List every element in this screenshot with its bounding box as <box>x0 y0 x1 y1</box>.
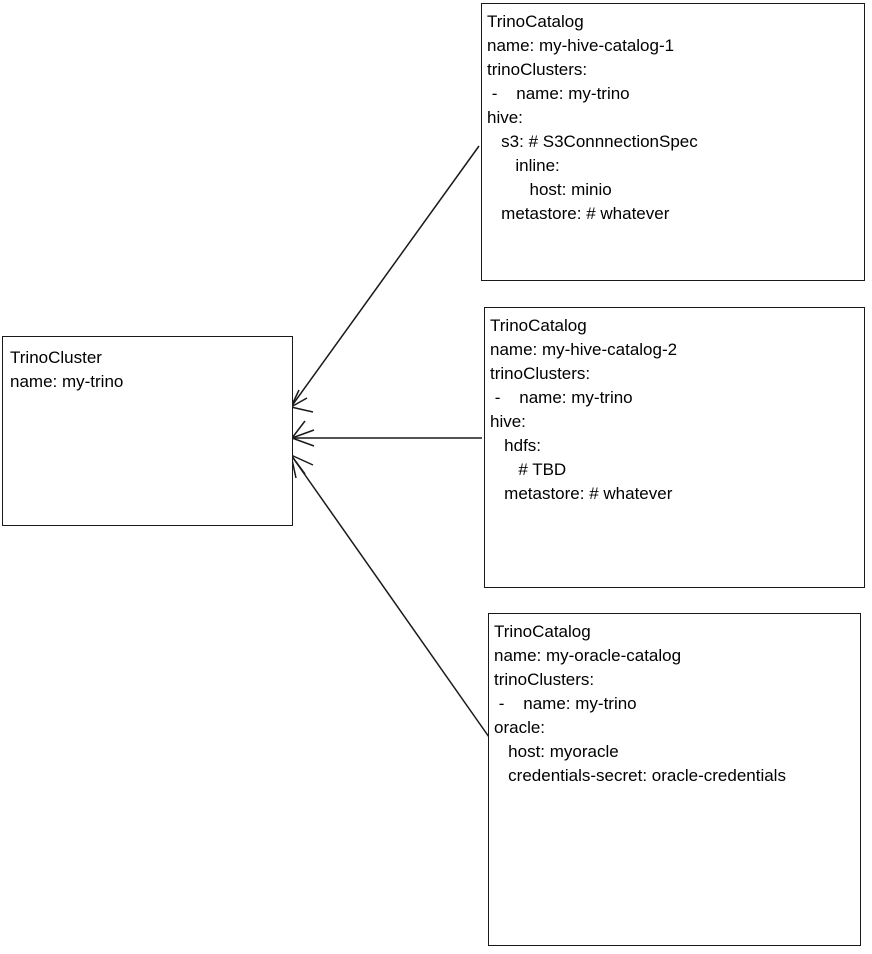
text-line: trinoClusters: <box>490 364 591 383</box>
edge-catalog-1-to-cluster <box>290 145 480 413</box>
text-line: hdfs: <box>490 436 542 455</box>
text-line: - name: my-trino <box>490 388 633 407</box>
text-line: s3: # S3ConnnectionSpec <box>487 132 698 151</box>
text-line: TrinoCatalog <box>490 316 587 335</box>
text-line: TrinoCatalog <box>494 622 591 641</box>
text-line: hive: <box>490 412 526 431</box>
text-line: trinoClusters: <box>487 60 588 79</box>
text-line: name: my-oracle-catalog <box>494 646 682 665</box>
edge-catalog-3-to-cluster <box>290 454 490 738</box>
trino-cluster-node[interactable]: TrinoCluster name: my-trino <box>2 336 293 526</box>
text-line: hive: <box>487 108 523 127</box>
trino-cluster-text: TrinoCluster name: my-trino <box>10 346 123 394</box>
text-line: - name: my-trino <box>487 84 630 103</box>
trino-catalog-2-node[interactable]: TrinoCatalog name: my-hive-catalog-2 trino… <box>484 307 865 588</box>
text-line: TrinoCatalog <box>487 12 584 31</box>
text-line: credentials-secret: oracle-credentials <box>494 766 786 785</box>
text-line: metastore: # whatever <box>490 484 673 503</box>
text-line: TrinoCluster <box>10 348 102 367</box>
text-line: inline: <box>487 156 560 175</box>
text-line: host: myoracle <box>494 742 619 761</box>
text-line: name: my-hive-catalog-2 <box>490 340 678 359</box>
text-line: metastore: # whatever <box>487 204 670 223</box>
trino-catalog-1-node[interactable]: TrinoCatalog name: my-hive-catalog-1 trino… <box>481 3 865 281</box>
trino-catalog-3-text: TrinoCatalog name: my-oracle-catalog trino… <box>494 620 786 788</box>
text-line: - name: my-trino <box>494 694 637 713</box>
trino-catalog-1-text: TrinoCatalog name: my-hive-catalog-1 trino… <box>487 10 698 226</box>
trino-catalog-2-text: TrinoCatalog name: my-hive-catalog-2 trino… <box>490 314 677 506</box>
text-line: name: my-hive-catalog-1 <box>487 36 675 55</box>
text-line: host: minio <box>487 180 612 199</box>
trino-catalog-3-node[interactable]: TrinoCatalog name: my-oracle-catalog trino… <box>488 613 861 946</box>
text-line: trinoClusters: <box>494 670 595 689</box>
text-line: # TBD <box>490 460 567 479</box>
text-line: oracle: <box>494 718 546 737</box>
text-line: name: my-trino <box>10 372 124 391</box>
edge-catalog-2-to-cluster <box>291 420 482 447</box>
